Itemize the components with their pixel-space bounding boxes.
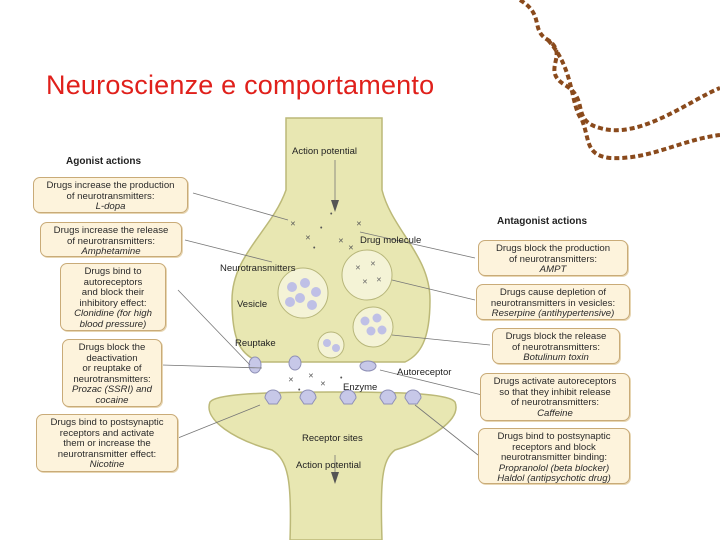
svg-text:•: •	[298, 387, 301, 394]
box-text: neurotransmitters in vesicles:	[490, 297, 616, 309]
action-potential-arrow-bottom	[331, 472, 339, 484]
box-text: them or increase the	[63, 438, 151, 450]
vesicle-left	[277, 267, 329, 319]
box-text: Drugs cause depletion of	[499, 287, 607, 298]
svg-text:✕: ✕	[370, 261, 376, 268]
svg-text:✕: ✕	[348, 245, 354, 252]
action-potential-arrow-top	[331, 200, 339, 212]
svg-text:✕: ✕	[290, 221, 296, 228]
box-text: Drugs bind to postsynaptic	[50, 417, 164, 428]
svg-text:•: •	[340, 375, 343, 382]
box-text: receptors and block	[512, 441, 596, 453]
box-text: neurotransmitter effect:	[57, 448, 157, 460]
agonist-header: Agonist actions	[66, 156, 142, 167]
label-action-potential-bottom: Action potential	[296, 460, 361, 471]
svg-text:✕: ✕	[356, 221, 362, 228]
svg-text:✕: ✕	[355, 265, 361, 272]
svg-text:✕: ✕	[288, 377, 294, 384]
release-vesicle	[317, 331, 345, 359]
label-reuptake: Reuptake	[235, 338, 276, 349]
drug-name: L-dopa	[95, 201, 126, 213]
svg-text:•: •	[330, 211, 333, 218]
cleft-transmitters: ✕ ✕ ✕ • •	[288, 373, 343, 394]
agonist-box-release: Drugs increase the release of neurotrans…	[40, 222, 182, 257]
box-text: deactivation	[86, 352, 138, 364]
box-text: of neurotransmitters:	[509, 253, 597, 265]
antagonist-header: Antagonist actions	[497, 216, 588, 227]
antagonist-box-postsynaptic: Drugs bind to postsynaptic receptors and…	[478, 428, 630, 484]
box-text: Drugs bind to postsynaptic	[497, 431, 611, 442]
box-text: Drugs increase the release	[53, 225, 169, 236]
page-title: Neuroscienze e comportamento	[46, 70, 435, 100]
antagonist-box-release: Drugs block the release of neurotransmit…	[492, 328, 620, 364]
drug-name: Caffeine	[537, 407, 573, 419]
autoreceptors	[248, 355, 377, 374]
drug-name: Amphetamine	[81, 246, 141, 258]
box-text: and block their	[81, 287, 145, 299]
vesicle-bottom	[352, 306, 394, 348]
drug-name: Reserpine (antihypertensive)	[491, 308, 615, 320]
drug-name: Propranolol (beta blocker)	[498, 462, 610, 474]
drug-name: AMPT	[539, 264, 567, 276]
svg-text:✕: ✕	[305, 235, 311, 242]
box-text: Drugs block the release	[505, 331, 607, 342]
label-action-potential-top: Action potential	[292, 146, 357, 157]
agonist-box-postsynaptic: Drugs bind to postsynaptic receptors and…	[36, 414, 178, 472]
drug-name: Nicotine	[89, 459, 125, 471]
box-text: receptors and activate	[59, 427, 155, 439]
agonist-box-production: Drugs increase the production of neurotr…	[33, 177, 188, 213]
box-text: Drugs block the production	[495, 243, 611, 254]
agonist-box-autoreceptors: Drugs bind to autoreceptors and block th…	[60, 263, 166, 331]
box-text: inhibitory effect:	[79, 297, 147, 309]
vesicle-right: ✕✕ ✕✕	[341, 249, 393, 301]
label-enzyme: Enzyme	[343, 382, 378, 393]
label-receptor-sites: Receptor sites	[302, 433, 363, 444]
drug-name: Haldol (antipsychotic drug)	[497, 473, 611, 485]
label-drug-molecule: Drug molecule	[360, 235, 422, 246]
label-vesicle: Vesicle	[237, 299, 268, 310]
drug-name: Clonidine (for high	[74, 308, 152, 320]
antagonist-box-autoreceptors: Drugs activate autoreceptors so that the…	[480, 373, 630, 421]
svg-text:✕: ✕	[320, 381, 326, 388]
antagonist-box-depletion: Drugs cause depletion of neurotransmitte…	[476, 284, 630, 320]
label-neurotransmitters: Neurotransmitters	[220, 263, 296, 274]
drug-molecules: ✕✕• ✕✕• ✕•	[290, 211, 362, 252]
svg-text:•: •	[313, 245, 316, 252]
box-text: Drugs activate autoreceptors	[493, 376, 617, 387]
svg-text:•: •	[320, 225, 323, 232]
box-text: of neurotransmitters:	[67, 235, 155, 247]
drug-name: cocaine	[95, 394, 129, 406]
antagonist-box-production: Drugs block the production of neurotrans…	[478, 240, 628, 276]
box-text: so that they inhibit release	[499, 386, 611, 398]
svg-text:✕: ✕	[376, 277, 382, 284]
svg-text:✕: ✕	[362, 279, 368, 286]
box-text: Drugs bind to	[84, 266, 142, 277]
box-text: neurotransmitter binding:	[500, 452, 608, 464]
drug-name: blood pressure)	[79, 318, 147, 330]
agonist-box-reuptake: Drugs block the deactivation or reuptake…	[62, 339, 162, 407]
box-text: neurotransmitters:	[73, 373, 151, 385]
box-text: Drugs increase the production	[46, 180, 175, 191]
box-text: of neurotransmitters:	[512, 341, 600, 353]
leader-lines	[161, 160, 491, 478]
box-text: autoreceptors	[83, 276, 143, 288]
receptor-sites	[264, 389, 422, 405]
postsynaptic-neuron	[208, 391, 457, 540]
svg-text:✕: ✕	[308, 373, 314, 380]
drug-name: Botulinum toxin	[523, 352, 589, 364]
svg-text:✕: ✕	[338, 238, 344, 245]
drug-name: Prozac (SSRI) and	[72, 384, 152, 396]
label-autoreceptor: Autoreceptor	[397, 367, 452, 378]
box-text: or reuptake of	[82, 363, 142, 375]
box-text: of neurotransmitters:	[511, 397, 599, 409]
box-text: Drugs block the	[78, 342, 146, 353]
box-text: of neurotransmitters:	[66, 190, 155, 202]
